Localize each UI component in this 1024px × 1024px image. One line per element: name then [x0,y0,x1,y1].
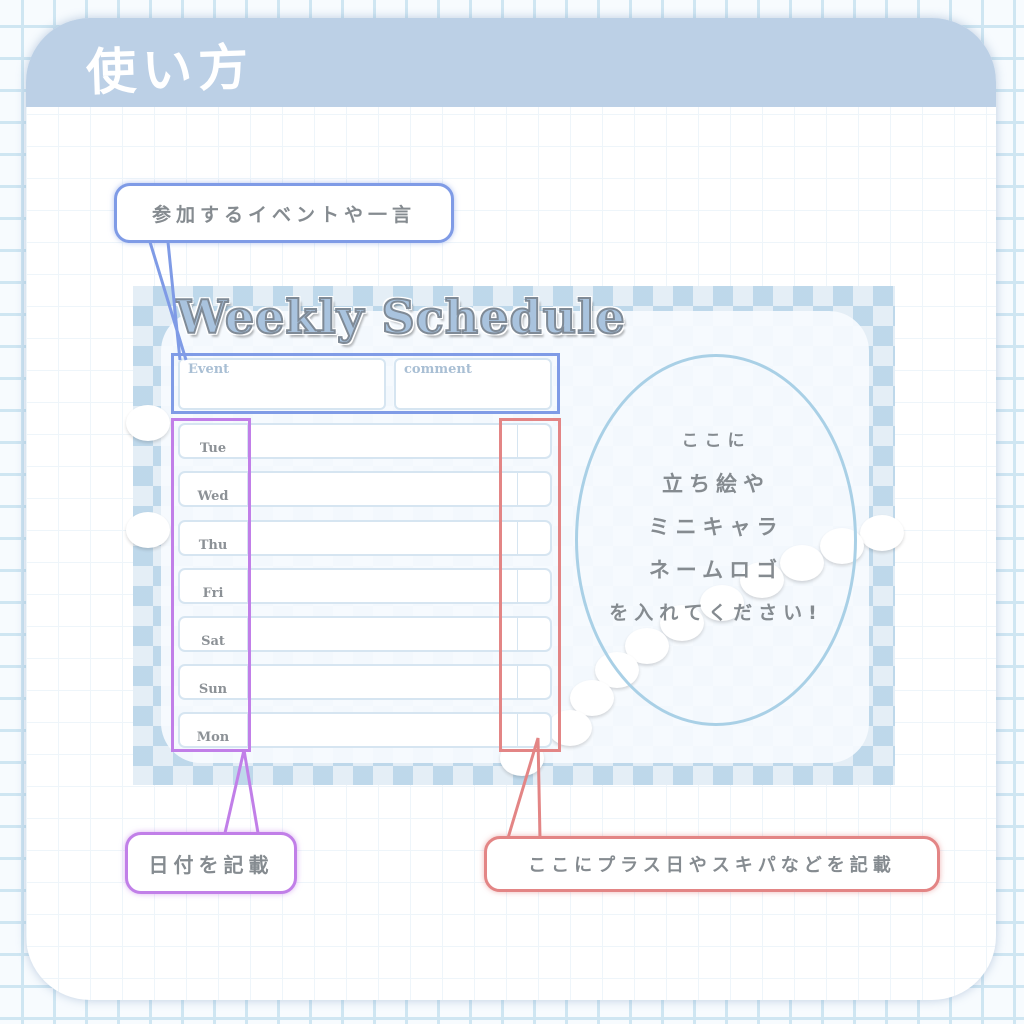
portrait-placeholder-oval [575,354,857,726]
row-divider [517,618,518,650]
row-divider [517,522,518,554]
row-divider [247,618,248,650]
row-divider [247,714,248,746]
date-callout-text: 日付を記載 [148,852,274,877]
row-divider [247,570,248,602]
day-row-fri: Fri [178,568,552,604]
cloud-decoration [570,680,614,716]
portrait-line: を入れてください! [609,602,823,624]
portrait-placeholder-text: ここに 立ち絵や ミニキャラ ネームロゴ を入れてください! [575,420,857,635]
row-divider [247,425,248,457]
event-callout: 参加するイベントや一言 [114,183,454,243]
row-divider [517,425,518,457]
day-label: Tue [199,441,227,456]
row-divider [247,666,248,698]
extra-callout-text: ここにプラス日やスキパなどを記載 [528,855,896,876]
cloud-decoration [126,405,170,441]
day-row-wed: Wed [178,471,552,507]
row-divider [517,570,518,602]
portrait-line: ここに [681,431,751,451]
day-label: Sat [201,634,225,649]
comment-label: comment [404,362,472,377]
event-field: Event [178,358,386,410]
row-divider [517,666,518,698]
day-label: Thu [198,538,228,553]
day-label: Wed [197,489,229,504]
row-divider [517,714,518,746]
portrait-line: ネームロゴ [648,558,784,582]
day-label: Mon [196,730,230,745]
row-divider [247,473,248,505]
schedule-title: Weekly Schedule [175,289,626,345]
day-row-thu: Thu [178,520,552,556]
date-callout: 日付を記載 [125,832,297,894]
portrait-line: ミニキャラ [648,515,784,539]
comment-field: comment [394,358,552,410]
day-row-sun: Sun [178,664,552,700]
portrait-line: 立ち絵や [662,472,770,496]
cloud-decoration [126,512,170,548]
day-label: Fri [202,586,224,601]
event-callout-text: 参加するイベントや一言 [151,203,416,226]
day-row-mon: Mon [178,712,552,748]
card-header: 使い方 [26,18,996,107]
cloud-decoration [548,710,592,746]
row-divider [247,522,248,554]
row-divider [517,473,518,505]
event-label: Event [188,362,230,377]
day-label: Sun [198,682,228,697]
day-row-sat: Sat [178,616,552,652]
day-row-tue: Tue [178,423,552,459]
page-title: 使い方 [85,38,256,102]
extra-callout: ここにプラス日やスキパなどを記載 [484,836,940,892]
cloud-decoration [860,515,904,551]
